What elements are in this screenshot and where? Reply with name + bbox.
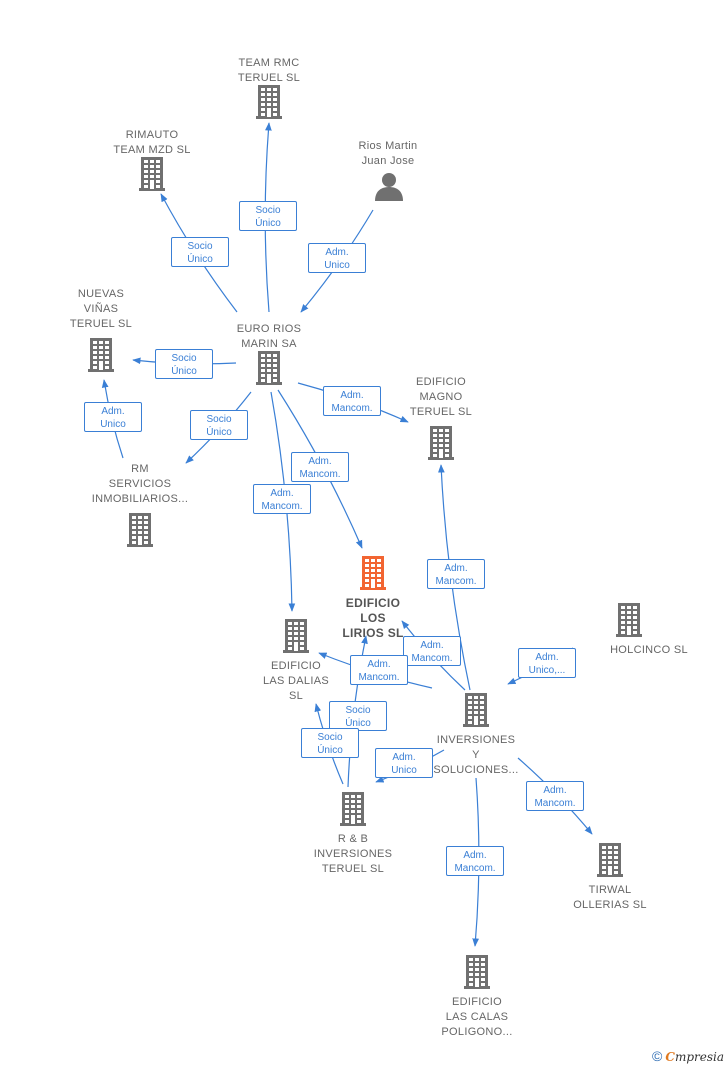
node-label[interactable]: EDIFICIO LOS LIRIOS SL <box>342 596 404 640</box>
edge-role-label[interactable]: Socio Único <box>190 410 248 440</box>
edge-role-label[interactable]: Adm. Mancom. <box>350 655 408 685</box>
node-label[interactable]: EDIFICIO LAS DALIAS SL <box>263 660 329 702</box>
node-label[interactable]: HOLCINCO SL <box>610 644 688 656</box>
node-label[interactable]: EURO RIOS MARIN SA <box>236 323 302 350</box>
footer: ©Cmpresia <box>652 1048 724 1064</box>
building-icon[interactable] <box>360 556 386 595</box>
building-icon[interactable] <box>256 85 282 124</box>
edge-role-label[interactable]: Adm. Mancom. <box>403 636 461 666</box>
person-icon[interactable] <box>374 171 404 206</box>
building-icon[interactable] <box>88 338 114 377</box>
building-icon[interactable] <box>428 426 454 465</box>
empresia-logo-text: mpresia <box>674 1050 724 1064</box>
edge-role-label[interactable]: Adm. Unico <box>308 243 366 273</box>
building-icon[interactable] <box>597 843 623 882</box>
node-label[interactable]: TEAM RMC TERUEL SL <box>237 57 301 84</box>
building-icon[interactable] <box>340 792 366 831</box>
empresia-logo-mark: C <box>665 1050 675 1064</box>
building-icon[interactable] <box>139 157 165 196</box>
copyright-symbol: © <box>652 1048 663 1064</box>
edge-role-label[interactable]: Socio Único <box>301 728 359 758</box>
building-icon[interactable] <box>463 693 489 732</box>
node-label[interactable]: RIMAUTO TEAM MZD SL <box>113 129 191 156</box>
edge-role-label[interactable]: Adm. Mancom. <box>446 846 504 876</box>
edge-role-label[interactable]: Adm. Mancom. <box>526 781 584 811</box>
node-label[interactable]: EDIFICIO LAS CALAS POLIGONO... <box>441 996 513 1038</box>
edge-role-label[interactable]: Adm. Mancom. <box>427 559 485 589</box>
node-label[interactable]: R & B INVERSIONES TERUEL SL <box>313 833 393 875</box>
edge-role-label[interactable]: Adm. Mancom. <box>291 452 349 482</box>
building-icon[interactable] <box>616 603 642 642</box>
building-icon[interactable] <box>283 619 309 658</box>
edge-role-label[interactable]: Adm. Mancom. <box>323 386 381 416</box>
building-icon[interactable] <box>256 351 282 390</box>
node-label[interactable]: NUEVAS VIÑAS TERUEL SL <box>69 288 133 330</box>
node-label[interactable]: EDIFICIO MAGNO TERUEL SL <box>409 376 473 418</box>
node-label[interactable]: TIRWAL OLLERIAS SL <box>573 884 647 911</box>
node-label[interactable]: INVERSIONES Y SOLUCIONES... <box>433 734 519 776</box>
edge-role-label[interactable]: Socio Único <box>171 237 229 267</box>
edge-role-label[interactable]: Socio Único <box>155 349 213 379</box>
building-icon[interactable] <box>464 955 490 994</box>
edge-role-label[interactable]: Adm. Unico,... <box>518 648 576 678</box>
building-icon[interactable] <box>127 513 153 552</box>
edge-role-label[interactable]: Adm. Mancom. <box>253 484 311 514</box>
edge-role-label[interactable]: Socio Único <box>239 201 297 231</box>
node-label[interactable]: Rios Martin Juan Jose <box>358 140 418 167</box>
edge-role-label[interactable]: Socio Único <box>329 701 387 731</box>
node-label[interactable]: RM SERVICIOS INMOBILIARIOS... <box>91 463 189 505</box>
edge-role-label[interactable]: Adm. Unico <box>84 402 142 432</box>
edge-role-label[interactable]: Adm. Unico <box>375 748 433 778</box>
